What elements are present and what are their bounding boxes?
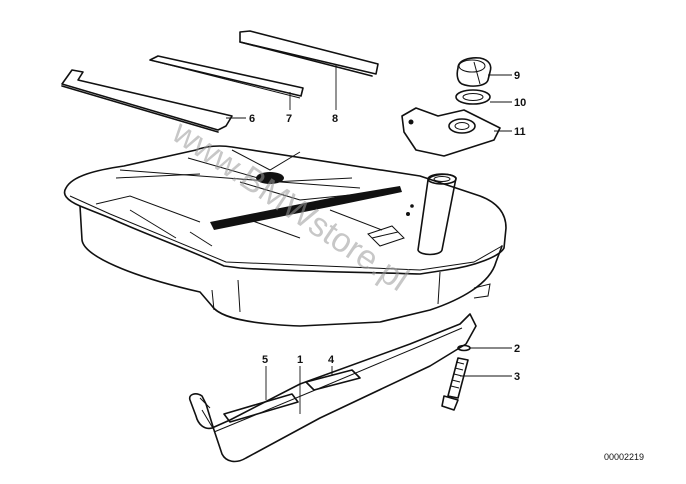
part-7-strip <box>149 55 304 99</box>
callout-11: 11 <box>514 126 526 138</box>
part-1-support-strap <box>188 313 477 463</box>
callout-9: 9 <box>514 70 520 82</box>
callout-7: 7 <box>286 113 292 125</box>
part-6-strip <box>61 69 233 133</box>
callout-4: 4 <box>328 354 335 366</box>
callout-10: 10 <box>514 97 526 109</box>
part-8-strip <box>239 30 379 77</box>
callout-3: 3 <box>514 371 520 383</box>
callout-1: 1 <box>297 354 303 366</box>
callout-2: 2 <box>514 343 520 355</box>
part-5-pad <box>223 393 299 423</box>
part-3-bolt <box>441 357 469 411</box>
reference-number: 00002219 <box>604 452 644 462</box>
callouts: 9 10 11 6 7 8 2 3 5 1 4 <box>249 70 526 383</box>
callout-6: 6 <box>249 113 255 125</box>
part-10-seal-ring <box>455 89 491 105</box>
part-11-filler-bracket <box>401 107 501 157</box>
part-4-pad <box>305 369 361 391</box>
part-9-filler-cap <box>456 57 492 87</box>
fuel-tank-body <box>63 145 507 327</box>
callout-8: 8 <box>332 113 338 125</box>
callout-5: 5 <box>262 354 268 366</box>
leader-lines <box>226 64 512 414</box>
